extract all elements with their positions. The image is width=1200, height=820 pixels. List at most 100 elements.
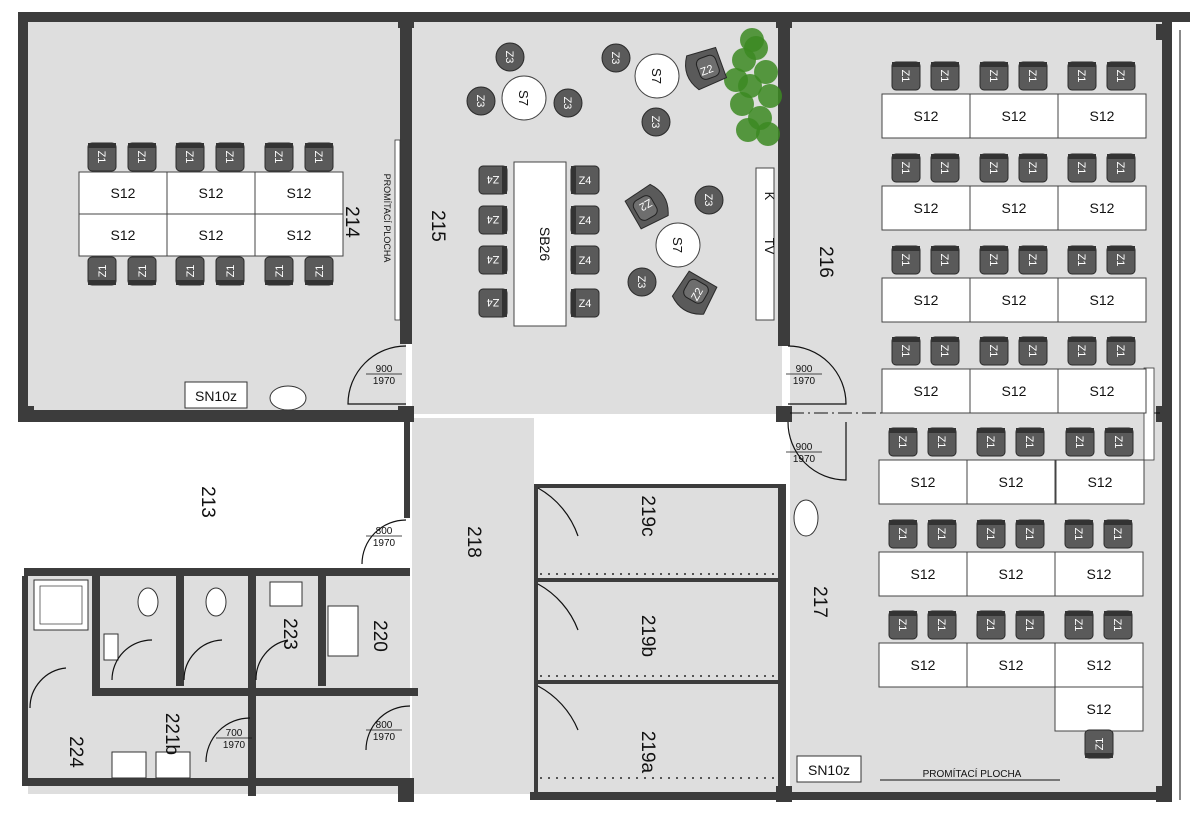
projection-label-217: PROMÍTACÍ PLOCHA	[923, 767, 1022, 780]
chair-216-0-2-b: Z1	[1106, 61, 1136, 91]
chair-214-bottom-4: Z1	[264, 256, 294, 286]
desk-214-1-2-label: S12	[287, 227, 312, 243]
chair-216-3-2-b-label: Z1	[1114, 345, 1126, 358]
room-219b-number: 219b	[637, 615, 658, 657]
room-215-number: 215	[427, 210, 448, 242]
chair-216-4-0-a-label: Z1	[896, 436, 908, 449]
room-220-number: 220	[369, 620, 390, 652]
chair-216-2-2-b-label: Z1	[1114, 254, 1126, 267]
desk-217-extra	[1054, 686, 1144, 732]
chair-z4-right-0-label: Z4	[579, 175, 592, 187]
desk-216-2-2	[1057, 277, 1147, 323]
chair-z4-right-2-label: Z4	[579, 255, 592, 267]
chair-216-0-1-a: Z1	[979, 61, 1009, 91]
chair-214-bottom-0-label: Z1	[97, 265, 109, 278]
desk-216-4-2	[1055, 459, 1145, 505]
urinal	[269, 581, 303, 607]
chair-z4-left-1-label: Z4	[487, 213, 500, 225]
wall-wc-v2	[176, 576, 184, 686]
chair-216-3-2-b: Z1	[1106, 336, 1136, 366]
chair-214-top-2-label: Z1	[183, 151, 195, 164]
washbasin-2	[155, 751, 191, 779]
wall-215-216	[778, 22, 790, 346]
door-220	[365, 705, 411, 751]
door-213-width: 800	[376, 526, 393, 537]
chair-216-2-2-a-label: Z1	[1075, 254, 1087, 267]
chair-z3-1-label: Z3	[474, 95, 486, 108]
wall-214-bottom	[18, 410, 410, 422]
chair-216-5-0-a-label: Z1	[896, 528, 908, 541]
sn-label-box-right	[796, 755, 862, 783]
desk-216-5-2-label: S12	[1087, 566, 1112, 582]
plant-planter	[724, 28, 782, 146]
chair-216-5-0-a: Z1	[888, 519, 918, 549]
chair-214-bottom-2-label: Z1	[185, 265, 197, 278]
chair-z3-4: Z3	[641, 107, 671, 137]
door-213	[361, 519, 407, 565]
chair-216-0-0-b-label: Z1	[938, 70, 950, 83]
chair-214-bottom-1: Z1	[127, 256, 157, 286]
chair-214-bottom-4-label: Z1	[274, 265, 286, 278]
chair-214-bottom-5-label: Z1	[314, 265, 326, 278]
chair-216-5-2-a-label: Z1	[1072, 528, 1084, 541]
floor-218	[412, 418, 534, 794]
chair-z2-3: Z2	[671, 270, 718, 315]
room-214-number: 214	[341, 206, 362, 238]
tv-unit	[755, 167, 775, 321]
chair-216-1-0-a: Z1	[891, 153, 921, 183]
door-217-height: 1970	[793, 454, 816, 465]
chair-216-1-2-a-label: Z1	[1075, 162, 1087, 175]
chair-z4-right-2: Z4	[570, 245, 600, 275]
wall-wc-v1	[92, 576, 100, 696]
floor-213	[28, 422, 408, 570]
chair-217-extra-label: Z1	[1094, 738, 1106, 751]
chair-z4-left-2: Z4	[478, 245, 508, 275]
door-220-width: 800	[376, 720, 393, 731]
chair-216-2-0-b-label: Z1	[938, 254, 950, 267]
chair-214-top-4: Z1	[264, 142, 294, 172]
desk-216-6-2	[1054, 642, 1144, 688]
wall-wc-h1	[92, 688, 418, 696]
wall-213-bottom	[24, 568, 410, 576]
chair-216-0-2-b-label: Z1	[1114, 70, 1126, 83]
chair-216-4-0-b-label: Z1	[935, 436, 947, 449]
desk-214-0-0	[78, 171, 168, 215]
desk-216-1-2	[1057, 185, 1147, 231]
washbasin-1	[111, 751, 147, 779]
chair-216-0-1-a-label: Z1	[987, 70, 999, 83]
chair-216-1-1-b-label: Z1	[1026, 162, 1038, 175]
chair-z3-5: Z3	[694, 185, 724, 215]
desk-214-0-2-label: S12	[287, 185, 312, 201]
door-217-width: 900	[796, 442, 813, 453]
chair-216-0-0-a: Z1	[891, 61, 921, 91]
chair-214-bottom-2: Z1	[175, 256, 205, 286]
chair-216-5-1-b: Z1	[1015, 519, 1045, 549]
wall-top	[18, 12, 1190, 22]
chair-z3-3-label: Z3	[609, 52, 621, 65]
chair-216-5-2-b-label: Z1	[1111, 528, 1123, 541]
door-220-height: 1970	[373, 732, 396, 743]
tv-label: TV	[762, 238, 777, 255]
chair-z3-2: Z3	[553, 88, 583, 118]
chair-216-0-2-a-label: Z1	[1075, 70, 1087, 83]
desk-214-1-1	[166, 213, 256, 257]
chair-216-3-0-a-label: Z1	[899, 345, 911, 358]
desk-214-1-1-label: S12	[199, 227, 224, 243]
chair-216-4-2-a-label: Z1	[1073, 436, 1085, 449]
chair-216-1-0-b-label: Z1	[938, 162, 950, 175]
desk-216-6-2-label: S12	[1087, 657, 1112, 673]
chair-z4-left-3: Z4	[478, 288, 508, 318]
desk-216-5-2	[1054, 551, 1144, 597]
chair-z4-left-0-label: Z4	[487, 173, 500, 185]
table-s7-1	[501, 75, 547, 121]
shower	[33, 579, 89, 631]
desk-216-4-0-label: S12	[911, 474, 936, 490]
chair-216-3-1-b: Z1	[1018, 336, 1048, 366]
chair-z4-right-3: Z4	[570, 288, 600, 318]
chair-216-0-1-b-label: Z1	[1026, 70, 1038, 83]
chair-216-6-0-b: Z1	[927, 610, 957, 640]
chair-z2-2-label: Z2	[637, 196, 654, 213]
desk-216-3-2-label: S12	[1090, 383, 1115, 399]
desk-214-1-0-label: S12	[111, 227, 136, 243]
